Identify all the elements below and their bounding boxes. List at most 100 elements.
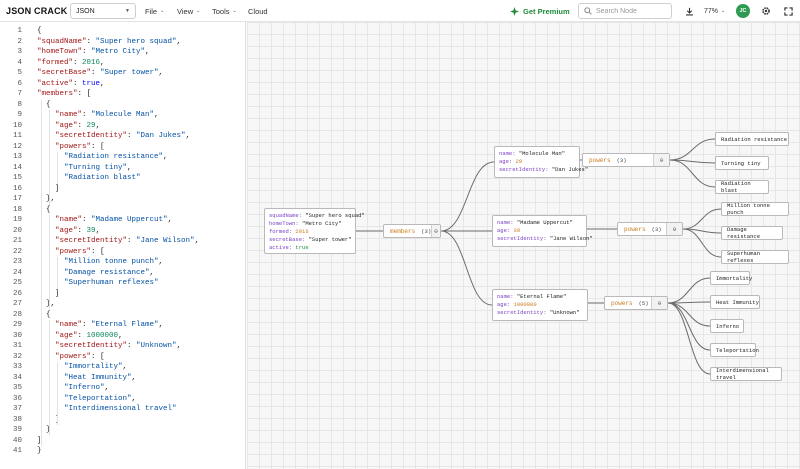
code-line[interactable]: 10 "age": 29, (0, 121, 245, 132)
value-node[interactable]: Interdimensional travel (710, 367, 782, 381)
code-line[interactable]: 15 "Radiation blast" (0, 173, 245, 184)
value-node[interactable]: Immortality (710, 271, 752, 285)
code-token: , (131, 394, 137, 403)
code-line[interactable]: 38 ] (0, 415, 245, 426)
code-line[interactable]: 27 }, (0, 299, 245, 310)
code-line[interactable]: 17 }, (0, 194, 245, 205)
code-line[interactable]: 31 "secretIdentity": "Unknown", (0, 341, 245, 352)
chevron-down-icon: ⌄ (196, 8, 201, 14)
node-key-separator: : (543, 309, 550, 316)
code-text: "Turning tiny", (37, 163, 132, 174)
value-node[interactable]: Superhuman reflexes (721, 250, 789, 264)
code-token: , (154, 111, 159, 119)
value-node[interactable]: Turning tiny (715, 156, 769, 170)
value-node[interactable]: Million tonne punch (721, 202, 789, 216)
graph-canvas[interactable]: squadName: "Super hero squad"homeTown: "… (247, 22, 800, 469)
code-line[interactable]: 20 "age": 39, (0, 226, 245, 237)
code-line[interactable]: 41} (0, 446, 245, 457)
code-line[interactable]: 12 "powers": [ (0, 142, 245, 153)
code-line[interactable]: 16 ] (0, 184, 245, 195)
code-line[interactable]: 28 { (0, 310, 245, 321)
code-line[interactable]: 30 "age": 1000000, (0, 331, 245, 342)
powers-array-node[interactable]: powers(3)⊖ (582, 153, 670, 167)
code-token (37, 342, 55, 350)
code-line[interactable]: 19 "name": "Madame Uppercut", (0, 215, 245, 226)
zoom-select[interactable]: 77%⌄ (704, 0, 725, 22)
code-line[interactable]: 26 ] (0, 289, 245, 300)
code-line[interactable]: 4"formed": 2016, (0, 58, 245, 69)
code-line[interactable]: 40] (0, 436, 245, 447)
line-number: 35 (12, 384, 22, 392)
code-line[interactable]: 33 "Immortality", (0, 362, 245, 373)
code-token: : [ (91, 352, 105, 361)
search-box[interactable] (578, 3, 672, 19)
code-token: , (158, 321, 164, 329)
code-token: : (127, 237, 137, 245)
collapse-toggle-icon[interactable]: ⊖ (651, 297, 667, 309)
code-line[interactable]: 34 "Heat Immunity", (0, 373, 245, 384)
node-key: secretIdentity (497, 309, 544, 316)
line-number: 5 (17, 69, 22, 77)
code-line[interactable]: 29 "name": "Eternal Flame", (0, 320, 245, 331)
code-line[interactable]: 37 "Interdimensional travel" (0, 404, 245, 415)
fullscreen-button[interactable] (781, 0, 795, 22)
code-token: , (149, 268, 155, 277)
download-button[interactable] (682, 0, 696, 22)
code-line[interactable]: 21 "secretIdentity": "Jane Wilson", (0, 236, 245, 247)
code-line[interactable]: 7"members": [ (0, 89, 245, 100)
code-line[interactable]: 2"squadName": "Super hero squad", (0, 37, 245, 48)
powers-array-node[interactable]: powers(3)⊖ (617, 222, 683, 236)
code-token: , (158, 258, 164, 266)
code-line[interactable]: 13 "Radiation resistance", (0, 152, 245, 163)
settings-button[interactable] (759, 0, 773, 22)
powers-array-node[interactable]: powers(5)⊖ (604, 296, 668, 310)
value-node[interactable]: Teleportation (710, 343, 759, 357)
code-line[interactable]: 36 "Teleportation", (0, 394, 245, 405)
value-node[interactable]: Heat Immunity (710, 295, 760, 309)
code-line[interactable]: 24 "Damage resistance", (0, 268, 245, 279)
value-node[interactable]: Radiation blast (715, 180, 769, 194)
collapse-toggle-icon[interactable]: ⊖ (653, 154, 669, 166)
code-line[interactable]: 8 { (0, 100, 245, 111)
code-line[interactable]: 32 "powers": [ (0, 352, 245, 363)
code-line[interactable]: 39 } (0, 425, 245, 436)
code-editor[interactable]: 1{2"squadName": "Super hero squad",3"hom… (0, 22, 246, 469)
menu-view[interactable]: View⌄ (177, 0, 200, 22)
code-line[interactable]: 25 "Superhuman reflexes" (0, 278, 245, 289)
menu-tools[interactable]: Tools⌄ (212, 0, 237, 22)
code-line[interactable]: 18 { (0, 205, 245, 216)
node-key: name (499, 150, 513, 157)
code-line[interactable]: 35 "Inferno", (0, 383, 245, 394)
avatar[interactable]: JC (736, 4, 750, 18)
value-node[interactable]: Damage resistance (721, 226, 783, 240)
members-array-node[interactable]: members(3)⊖ (383, 224, 441, 238)
search-input[interactable] (596, 7, 670, 15)
collapse-toggle-icon[interactable]: ⊖ (666, 223, 682, 235)
get-premium-button[interactable]: Get Premium (510, 0, 570, 22)
root-object-node[interactable]: squadName: "Super hero squad"homeTown: "… (264, 208, 365, 254)
value-node[interactable]: Radiation resistance (715, 132, 789, 146)
code-line[interactable]: 5"secretBase": "Super tower", (0, 68, 245, 79)
code-line[interactable]: 1{ (0, 26, 245, 37)
code-line[interactable]: 9 "name": "Molecule Man", (0, 110, 245, 121)
value-node-text: Teleportation (716, 346, 759, 354)
code-line[interactable]: 11 "secretIdentity": "Dan Jukes", (0, 131, 245, 142)
app-logo[interactable]: JSON CRACK (6, 5, 68, 16)
collapse-toggle-icon[interactable]: ⊖ (431, 225, 440, 237)
code-line[interactable]: 23 "Million tonne punch", (0, 257, 245, 268)
code-line[interactable]: 22 "powers": [ (0, 247, 245, 258)
code-line[interactable]: 3"homeTown": "Metro City", (0, 47, 245, 58)
format-select[interactable]: JSON ▼ (70, 3, 136, 19)
chevron-down-icon: ⌄ (721, 8, 726, 14)
menu-file[interactable]: File⌄ (145, 0, 164, 22)
code-line[interactable]: 6"active": true, (0, 79, 245, 90)
menu-cloud[interactable]: Cloud (248, 0, 268, 22)
value-node[interactable]: Inferno (710, 319, 744, 333)
line-number: 36 (12, 394, 22, 403)
code-line[interactable]: 14 "Turning tiny", (0, 163, 245, 174)
graph-edge (440, 161, 495, 232)
code-token (37, 111, 55, 119)
